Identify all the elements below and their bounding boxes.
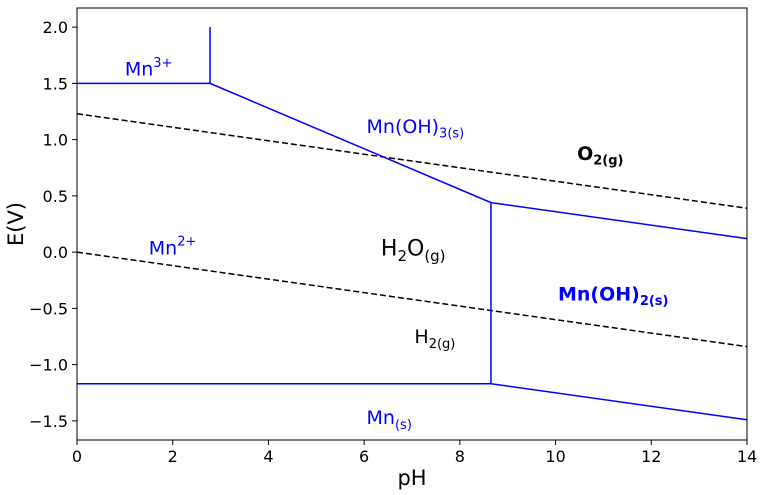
x-tick-label: 6 — [359, 447, 369, 466]
x-tick-label: 0 — [72, 447, 82, 466]
x-tick-label: 12 — [641, 447, 661, 466]
phase-boundary-4 — [490, 201, 748, 240]
region-label: Mn(OH)3(s) — [367, 116, 465, 142]
x-tick-label: 10 — [545, 447, 565, 466]
y-tick-label: −0.5 — [29, 299, 68, 318]
y-axis-ticks: −1.5 −1.0 −0.5 0.0 0.5 1.0 1.5 2.0 — [29, 18, 77, 431]
phase-boundary-3 — [209, 82, 492, 204]
plot-marks — [76, 27, 748, 421]
x-tick-label: 4 — [263, 447, 273, 466]
phase-boundary-7 — [490, 383, 748, 421]
y-tick-label: 1.0 — [43, 131, 68, 150]
region-label: H2O(g) — [381, 236, 446, 265]
x-tick-label: 14 — [737, 447, 757, 466]
plot-frame — [76, 7, 748, 441]
y-tick-label: 2.0 — [43, 18, 68, 37]
region-labels: Mn3+ Mn(OH)3(s) O2(g) Mn2+ H2O(g) Mn(OH)2(s) H… — [125, 56, 669, 433]
water-stability-line-2 — [76, 251, 748, 348]
region-label: O2(g) — [577, 143, 623, 169]
region-label: H2(g) — [414, 326, 455, 352]
x-tick-label: 8 — [455, 447, 465, 466]
water-stability-line-1 — [76, 113, 748, 209]
x-tick-label: 2 — [168, 447, 178, 466]
region-label: Mn2+ — [149, 235, 197, 260]
y-tick-label: 1.5 — [43, 74, 68, 93]
region-label: Mn(s) — [367, 407, 412, 433]
region-label: Mn(OH)2(s) — [558, 283, 669, 309]
x-axis-label: pH — [397, 466, 426, 490]
y-tick-label: −1.0 — [29, 356, 68, 375]
y-tick-label: −1.5 — [29, 412, 68, 431]
y-tick-label: 0.5 — [43, 187, 68, 206]
x-axis-ticks: 0 2 4 6 8 10 12 14 — [72, 440, 757, 466]
y-axis-label: E(V) — [4, 202, 28, 246]
y-tick-label: 0.0 — [43, 243, 68, 262]
region-label: Mn3+ — [125, 56, 173, 81]
